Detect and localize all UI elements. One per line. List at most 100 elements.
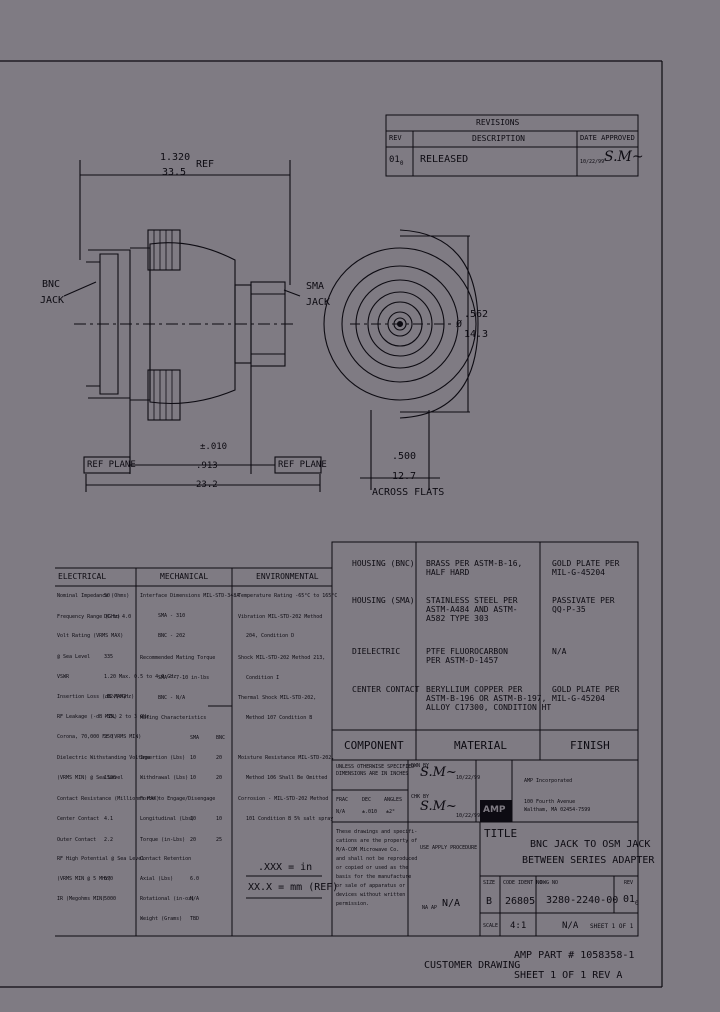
proprietary-line: permission. <box>336 901 370 907</box>
title-label: TITLE <box>484 827 518 840</box>
mechanical-spec-value-sma: 20 <box>190 837 197 843</box>
material-row-component: CENTER CONTACT <box>352 685 420 694</box>
proprietary-line: and shall not be reproduced <box>336 856 418 862</box>
mechanical-spec-label: Longitudinal (Lbs) <box>140 816 195 822</box>
mechanical-spec-value-sma: 10 <box>190 816 197 822</box>
material-row-material: ALLOY C17300, CONDITION HT <box>426 703 552 712</box>
revisions-title: REVISIONS <box>476 118 520 127</box>
proprietary-line: or sale of apparatus or <box>336 883 406 889</box>
material-row-material: PTFE FLUOROCARBON <box>426 647 508 656</box>
finish-header: FINISH <box>570 739 610 752</box>
material-row-finish: GOLD PLATE PER <box>552 685 620 694</box>
electrical-spec-value: 670 <box>104 876 114 882</box>
dia-symbol: Ø <box>456 319 463 330</box>
tolerance-mm: XX.X = mm (REF) <box>248 882 339 893</box>
component-header: COMPONENT <box>344 739 404 752</box>
mechanical-spec-label: SMA - 7-10 in-lbs <box>158 675 210 681</box>
sma-label-1: SMA <box>306 281 325 292</box>
ref-plane-left: REF PLANE <box>87 460 136 470</box>
bnc-label-2: JACK <box>40 295 65 306</box>
material-row-material: ASTM-A484 AND ASTM- <box>426 605 518 614</box>
dwg-no-value: 3280-2240-00 <box>546 895 619 906</box>
mechanical-spec-label: Interface Dimensions MIL-STD-348A <box>140 593 240 599</box>
tol-value-angles: ±2° <box>386 809 396 815</box>
electrical-spec-label: Corona, 70,000 Ft (VRMS MIN) <box>57 734 142 740</box>
dim-top-mm: 33.5 <box>162 167 187 178</box>
material-row-finish: MIL-G-45204 <box>552 568 605 577</box>
electrical-spec-label: (VRMS MIN @ 5 MHz) <box>57 876 112 882</box>
environmental-spec-line: Method 107 Condition B <box>246 715 313 721</box>
electrical-spec-label: VSWR <box>57 674 70 680</box>
revision-description: RELEASED <box>420 154 469 165</box>
proprietary-line: cations are the property of <box>336 838 418 844</box>
dim-diameter-mm: 14.3 <box>464 329 489 340</box>
mechanical-spec-label: Weight (Grams) <box>140 916 183 922</box>
dim-top-inches: 1.320 <box>160 152 191 163</box>
drawn-date: 10/22/99 <box>456 775 481 781</box>
environmental-spec-line: 101 Condition B 5% salt spray <box>246 816 334 822</box>
electrical-spec-value: DC to 4.0 <box>104 614 132 620</box>
tol-value-frac: N/A <box>336 809 346 815</box>
revisions-table <box>385 114 639 177</box>
across-flats-label: ACROSS FLATS <box>372 487 445 498</box>
mechanical-spec-value-bnc: 20 <box>216 775 223 781</box>
code-ident-label: CODE IDENT NO <box>503 880 543 886</box>
environmental-spec-line: Vibration MIL-STD-202 Method <box>238 614 323 620</box>
material-row-finish: GOLD PLATE PER <box>552 559 620 568</box>
size-label: SIZE <box>483 880 496 886</box>
material-row-material: ASTM-B-196 OR ASTM-B-197, <box>426 694 547 703</box>
mechanical-spec-label: BNC - N/A <box>158 695 186 701</box>
material-row-material: STAINLESS STEEL PER <box>426 596 518 605</box>
weight-na: N/A <box>562 921 579 931</box>
rev-label: REV <box>624 880 634 886</box>
environmental-spec-line: Condition I <box>246 675 280 681</box>
environmental-spec-line: Moisture Resistance MIL-STD-202, <box>238 755 335 761</box>
adapter-end-view <box>323 229 479 490</box>
tol-header-dec: DEC <box>362 797 372 803</box>
mechanical-spec-value-sma: SMA <box>190 735 200 741</box>
dim-tolerance: ±.010 <box>200 442 228 452</box>
dim-diameter-inches: .562 <box>464 309 489 320</box>
electrical-spec-label: @ Sea Level <box>57 654 91 660</box>
code-ident-value: 26805 <box>505 896 536 907</box>
electrical-spec-value: -55, 2 to 3 GHz <box>104 714 150 720</box>
tol-header-frac: FRAC <box>336 797 349 803</box>
electrical-spec-value: 1500 <box>104 775 117 781</box>
company-name: AMP Incorporated <box>524 778 573 784</box>
dim-ref-plane-mm: 23.2 <box>196 480 218 490</box>
checked-by-signature: S.M~ <box>420 799 457 814</box>
mechanical-spec-label: Axial (Lbs) <box>140 876 174 882</box>
na-ap-value: N/A <box>442 898 461 909</box>
checked-by-label: CHK BY <box>411 794 430 800</box>
scale-label: SCALE <box>483 923 499 929</box>
mechanical-spec-label: Mating Characteristics <box>140 715 207 721</box>
drawn-by-label: DWN BY <box>411 763 430 769</box>
tolerance-inches: .XXX = in <box>258 862 313 873</box>
title-line-2: BETWEEN SERIES ADAPTER <box>522 855 655 866</box>
mechanical-spec-value-bnc: 25 <box>216 837 223 843</box>
bnc-label-1: BNC <box>42 279 61 290</box>
frame-lines <box>0 60 663 988</box>
use-apply-procedure: USE APPLY PROCEDURE <box>420 845 478 851</box>
mechanical-spec-value-bnc: 20 <box>216 755 223 761</box>
sheet-rev: SHEET 1 OF 1 REV A <box>514 970 623 981</box>
tol-header-angles: ANGLES <box>384 797 403 803</box>
company-address-1: 100 Fourth Avenue <box>524 799 576 805</box>
electrical-spec-value: .02√(fGHz) <box>104 694 135 700</box>
electrical-spec-label: Center Contact <box>57 816 100 822</box>
material-row-component: HOUSING (BNC) <box>352 559 415 568</box>
proprietary-line: M/A-COM Microwave Co. <box>336 847 400 853</box>
mechanical-spec-value-sma: 6.0 <box>190 876 200 882</box>
electrical-spec-label: Dielectric Withstanding Voltage <box>57 755 151 761</box>
mechanical-spec-label: SMA - 310 <box>158 613 186 619</box>
material-row-material: A582 TYPE 303 <box>426 614 489 623</box>
environmental-spec-line: Thermal Shock MIL-STD-202, <box>238 695 317 701</box>
amp-logo-box <box>480 800 512 822</box>
electrical-spec-label: (VRMS MIN) @ Sea Level <box>57 775 124 781</box>
material-row-material: HALF HARD <box>426 568 470 577</box>
mechanical-spec-label: Recommended Mating Torque <box>140 655 216 661</box>
mechanical-spec-value-sma: 10 <box>190 755 197 761</box>
approval-signature: S.M~ <box>604 149 644 165</box>
mechanical-spec-value-sma: 10 <box>190 775 197 781</box>
